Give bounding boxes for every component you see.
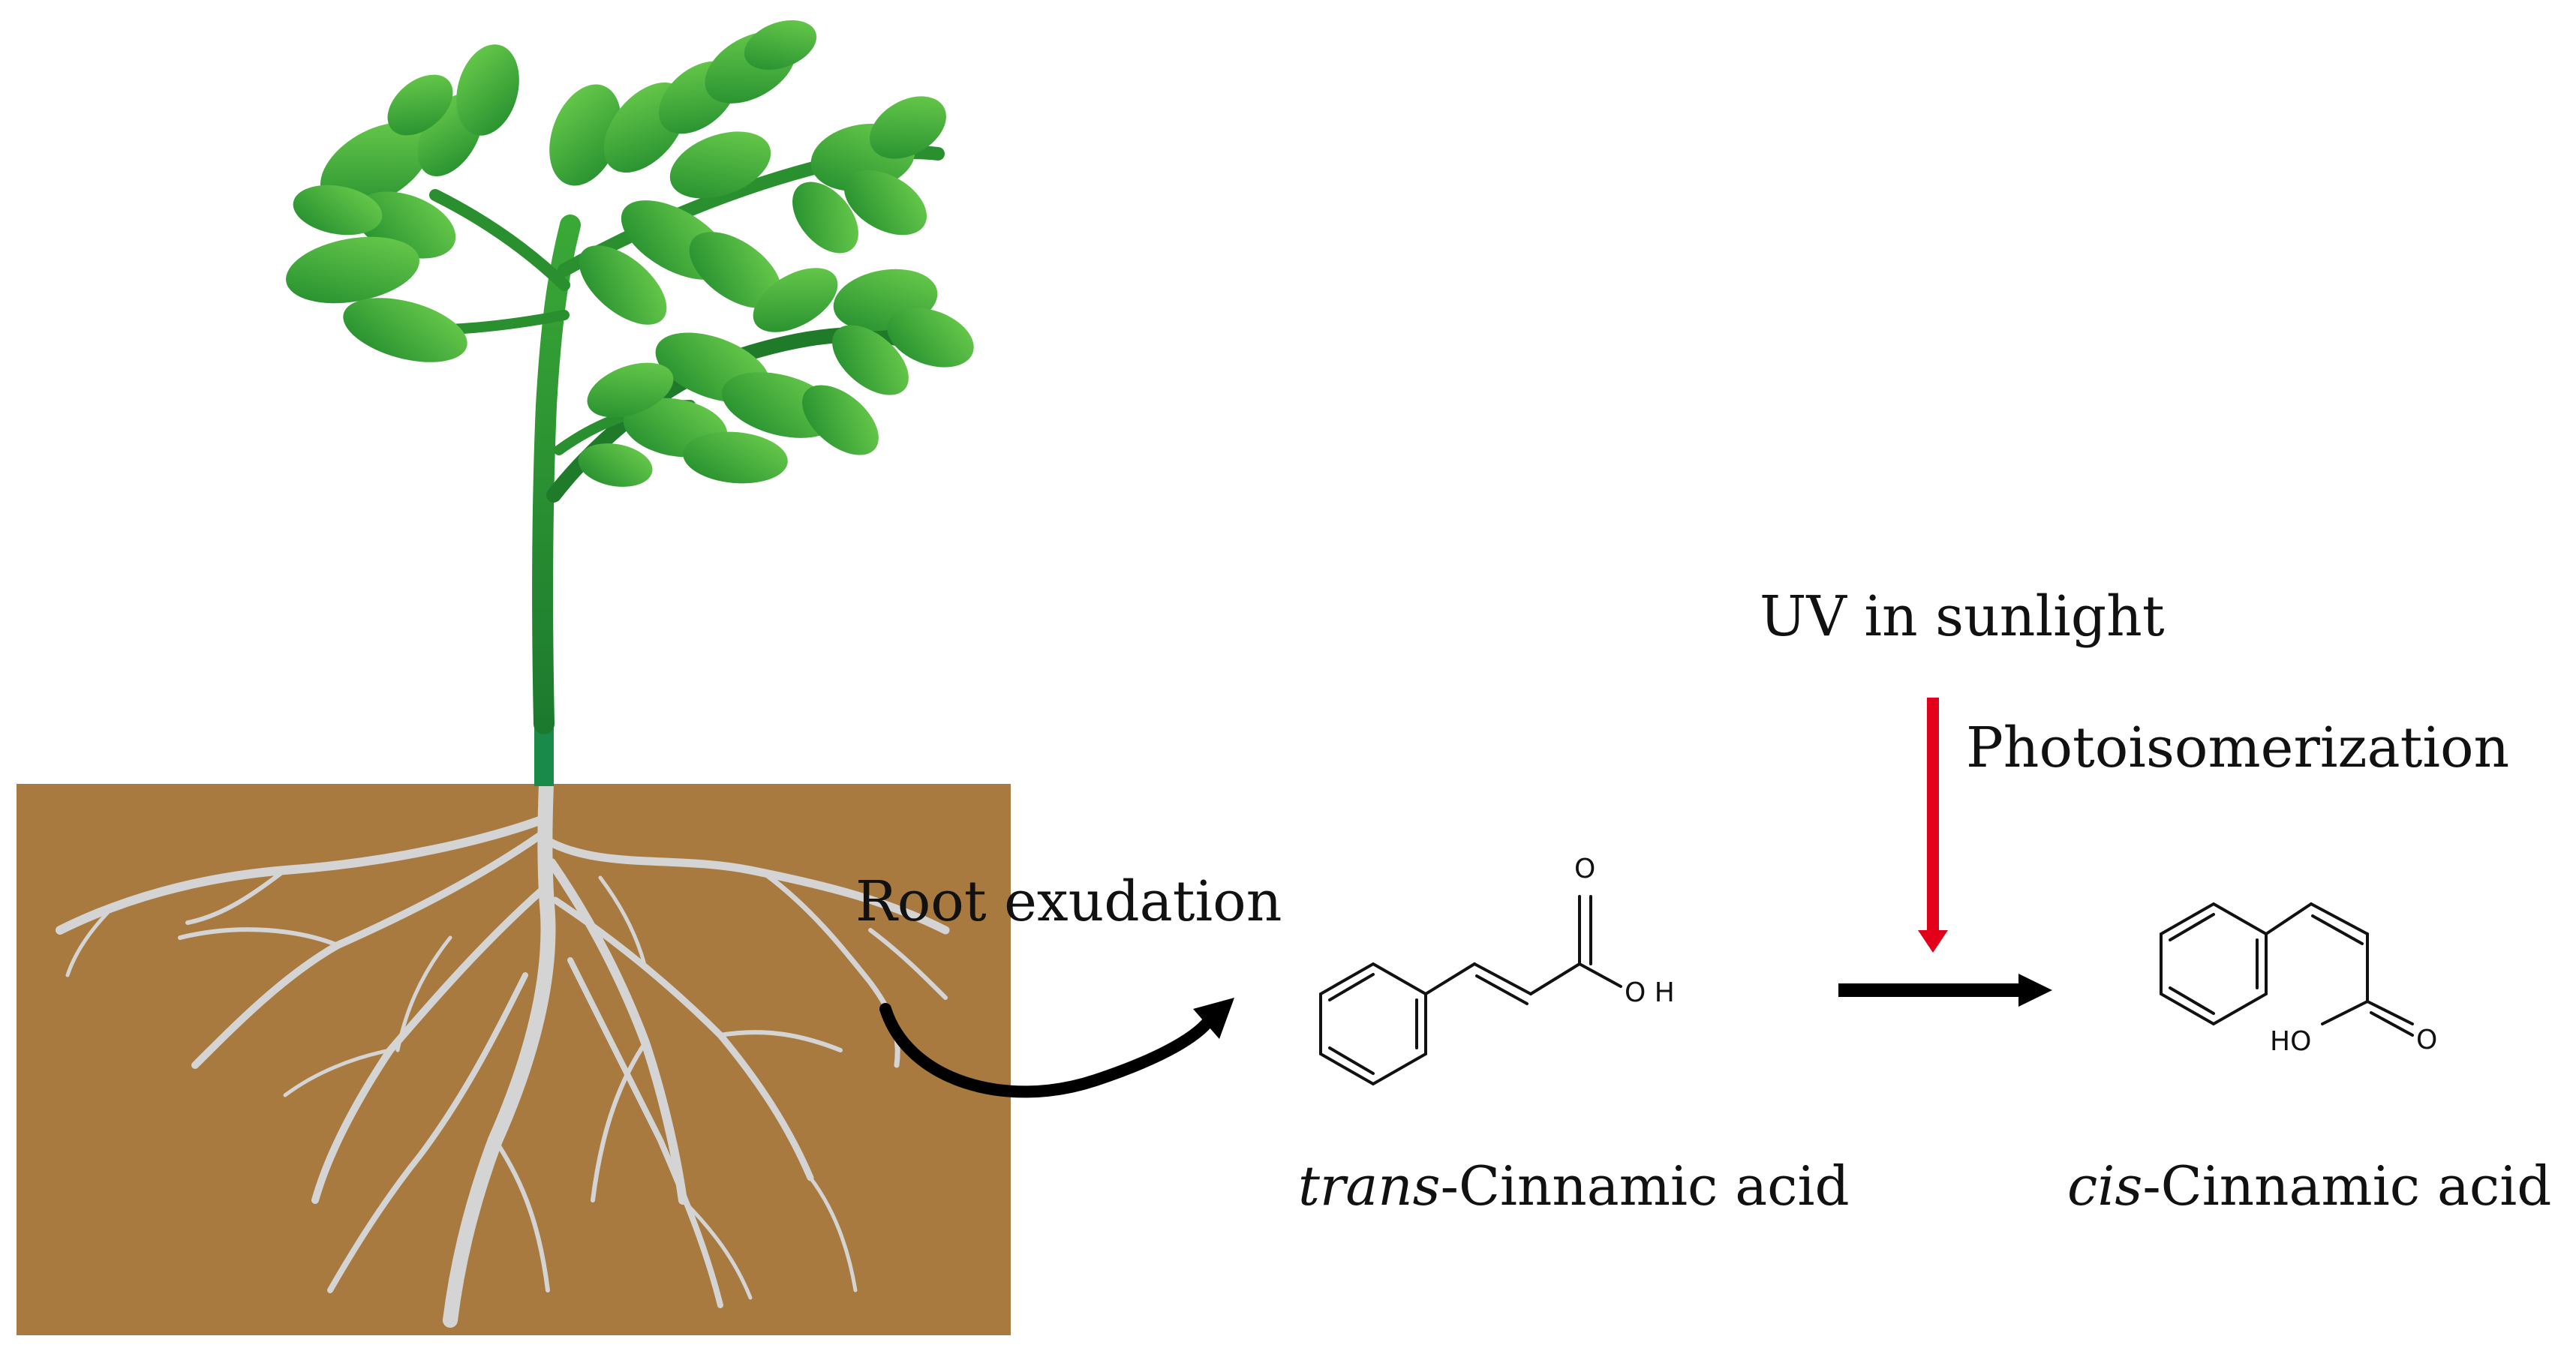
trans-prefix: trans (1298, 1154, 1441, 1217)
cis-carbonyl-o: O (2416, 1025, 2437, 1055)
reaction-arrowhead (2018, 974, 2052, 1007)
trans-cinnamic-label: trans-Cinnamic acid (1298, 1159, 1850, 1213)
plant-foliage (286, 20, 974, 487)
cis-prefix: cis (2067, 1154, 2143, 1217)
cis-cinnamic-structure (2160, 902, 2414, 1037)
trans-cinnamic-structure (1319, 895, 1622, 1086)
cis-cinnamic-label: cis-Cinnamic acid (2067, 1159, 2551, 1213)
trans-carbonyl-o: O (1574, 854, 1595, 884)
trans-rest: -Cinnamic acid (1440, 1154, 1850, 1217)
cis-hydroxyl: HO (2270, 1026, 2311, 1057)
uv-in-sunlight-label: UV in sunlight (1760, 584, 2165, 649)
cis-rest: -Cinnamic acid (2142, 1154, 2552, 1217)
photoisomerization-label: Photoisomerization (1966, 716, 2510, 780)
trans-hydroxyl: O H (1625, 977, 1675, 1008)
exudation-arrow (879, 1003, 1218, 1098)
exudation-arrowhead (1193, 998, 1234, 1039)
uv-arrowhead (1918, 930, 1948, 953)
soil-block (17, 784, 1011, 1335)
root-exudation-label: Root exudation (855, 869, 1282, 934)
root-system (56, 776, 950, 1328)
